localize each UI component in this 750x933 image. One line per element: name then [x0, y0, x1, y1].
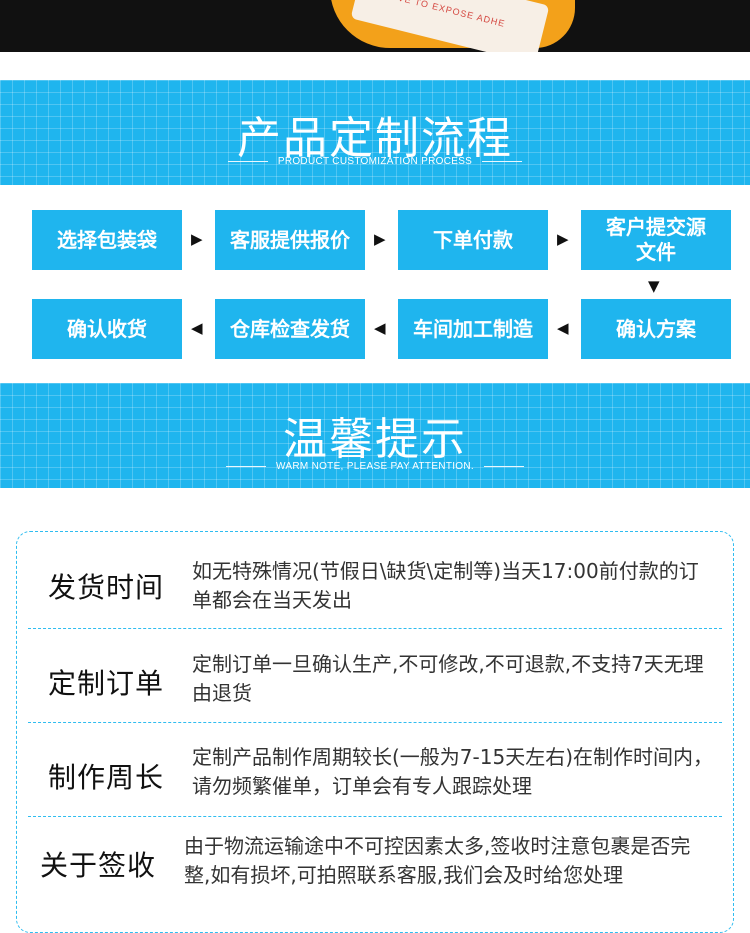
subtitle-rule-right — [483, 466, 524, 467]
step-warehouse-ship: 仓库检查发货 — [215, 299, 365, 359]
step-payment: 下单付款 — [398, 210, 548, 270]
step-submit-files: 客户提交源文件 — [581, 210, 731, 270]
tip-shipping-time: 发货时间 如无特殊情况(节假日\缺货\定制等)当天17:00前付款的订单都会在当… — [28, 548, 722, 628]
process-title: 产品定制流程 — [237, 113, 513, 164]
tip-divider — [28, 816, 722, 817]
arrow-right-icon: ▶ — [557, 230, 569, 248]
step-confirm-receipt: 确认收货 — [32, 299, 182, 359]
tip-text: 定制订单一旦确认生产,不可修改,不可退款,不支持7天无理由退货 — [192, 652, 704, 705]
tip-text: 如无特殊情况(节假日\缺货\定制等)当天17:00前付款的订单都会在当天发出 — [192, 559, 699, 612]
tip-title: 关于签收 — [40, 849, 157, 882]
arrow-left-icon: ◀ — [191, 319, 203, 337]
process-subtitle: PRODUCT CUSTOMIZATION PROCESS — [277, 156, 473, 167]
tips-subtitle-row: WARM NOTE, PLEASE PAY ATTENTION. — [0, 461, 750, 472]
tip-title: 发货时间 — [48, 571, 165, 604]
tips-banner: 温馨提示 WARM NOTE, PLEASE PAY ATTENTION. — [0, 383, 750, 488]
product-photo: REMOVE TO EXPOSE ADHE — [0, 0, 750, 52]
subtitle-rule-right — [482, 161, 523, 162]
subtitle-rule-left — [227, 161, 268, 162]
tip-text: 由于物流运输途中不可控因素太多,签收时注意包裹是否完整,如有损坏,可拍照联系客服… — [184, 834, 691, 887]
tip-custom-order: 定制订单 定制订单一旦确认生产,不可修改,不可退款,不支持7天无理由退货 — [28, 640, 722, 722]
arrow-right-icon: ▶ — [191, 230, 203, 248]
process-banner: 产品定制流程 PRODUCT CUSTOMIZATION PROCESS — [0, 80, 750, 185]
subtitle-rule-left — [226, 466, 267, 467]
arrow-right-icon: ▶ — [374, 230, 386, 248]
tip-text: 定制产品制作周期较长(一般为7-15天左右)在制作时间内，请勿频繁催单，订单会有… — [192, 745, 713, 798]
tip-title: 制作周长 — [48, 761, 165, 794]
tip-divider — [28, 722, 722, 723]
tips-title: 温馨提示 — [283, 414, 467, 465]
tip-production-cycle: 制作周长 定制产品制作周期较长(一般为7-15天左右)在制作时间内，请勿频繁催单… — [28, 734, 722, 816]
arrow-left-icon: ◀ — [374, 319, 386, 337]
tip-divider — [28, 628, 722, 629]
step-quote: 客服提供报价 — [215, 210, 365, 270]
arrow-left-icon: ◀ — [557, 319, 569, 337]
step-confirm-plan: 确认方案 — [581, 299, 731, 359]
tips-subtitle: WARM NOTE, PLEASE PAY ATTENTION. — [276, 461, 474, 472]
tip-title: 定制订单 — [48, 667, 165, 700]
process-subtitle-row: PRODUCT CUSTOMIZATION PROCESS — [0, 156, 750, 167]
arrow-down-icon: ▼ — [648, 277, 660, 295]
step-manufacture: 车间加工制造 — [398, 299, 548, 359]
tip-signing: 关于签收 由于物流运输途中不可控因素太多,签收时注意包裹是否完整,如有损坏,可拍… — [28, 828, 722, 910]
step-select-bag: 选择包装袋 — [32, 210, 182, 270]
